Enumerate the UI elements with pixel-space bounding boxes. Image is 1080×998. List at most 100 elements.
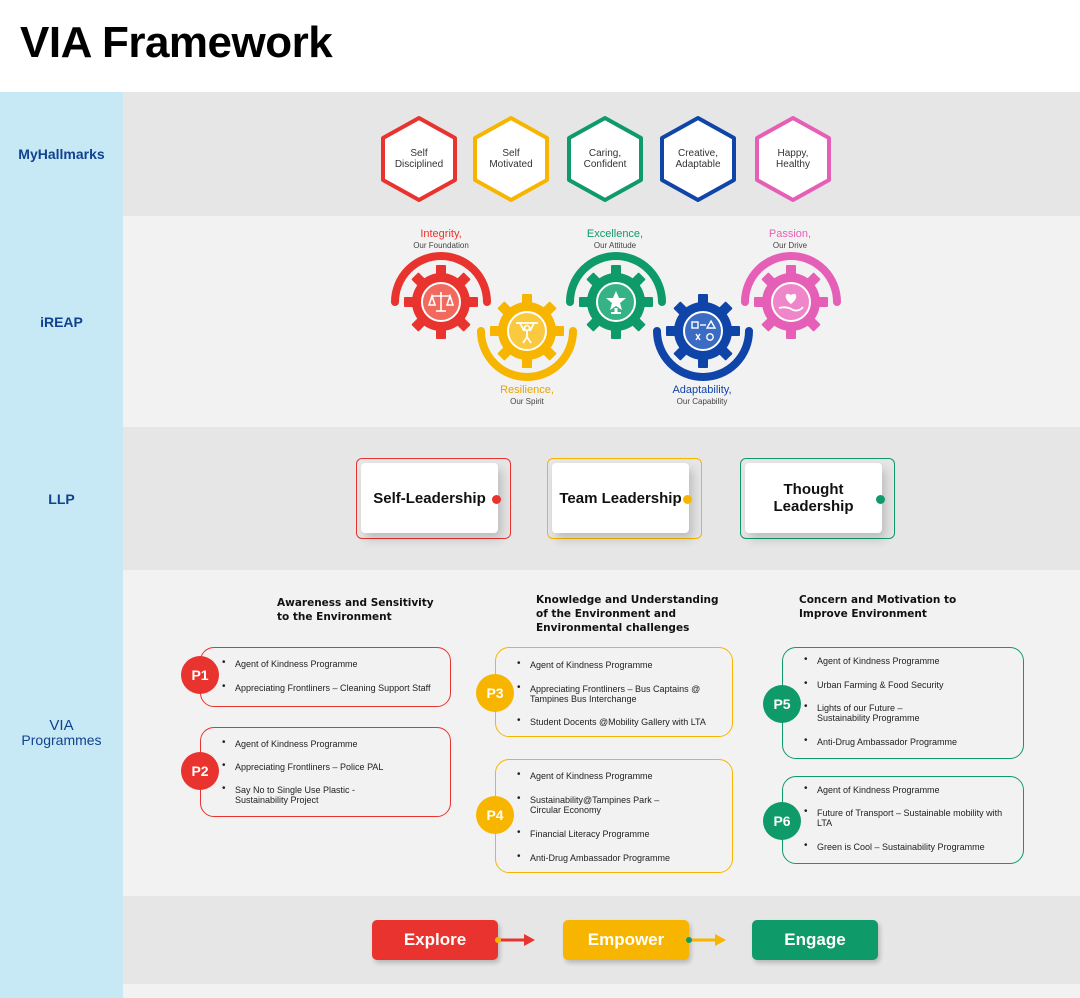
hallmark-label: Creative, Adaptable bbox=[675, 148, 721, 170]
team-leadership-card: Team Leadership bbox=[547, 458, 702, 539]
programme-item: Lights of our Future – Sustainability Pr… bbox=[804, 702, 943, 723]
llp-card-label: Team Leadership bbox=[552, 463, 689, 533]
programme-item: Appreciating Frontliners – Cleaning Supp… bbox=[222, 682, 440, 693]
passion-gear bbox=[741, 252, 841, 339]
ireap-row: iREAP bbox=[0, 216, 1080, 427]
eee-body: Explore Empower Engage bbox=[123, 896, 1080, 984]
heading-line: Awareness and Sensitivity bbox=[277, 597, 434, 609]
ireap-value: Excellence, bbox=[586, 228, 644, 240]
eee-label-column bbox=[0, 896, 123, 984]
hallmarks-row: MyHallmarks Self Disciplined Self Motiva… bbox=[0, 92, 1080, 216]
ireap-value: Passion, bbox=[768, 228, 812, 240]
ireap-sub: Our Drive bbox=[772, 241, 808, 250]
ireap-value: Resilience, bbox=[500, 384, 554, 396]
hallmark-label: Happy, Healthy bbox=[776, 148, 810, 170]
programme-item: Agent of Kindness Programme bbox=[517, 659, 722, 670]
heading-line: Concern and Motivation to bbox=[799, 594, 957, 606]
programmes-body: Awareness and Sensitivity to the Environ… bbox=[123, 570, 1080, 896]
adaptability-gear bbox=[653, 294, 753, 381]
bottom-strip bbox=[0, 984, 1080, 998]
page-title: VIA Framework bbox=[20, 18, 333, 67]
programme-item: Urban Farming & Food Security bbox=[804, 679, 1013, 690]
hallmark-hexagon: Caring, Confident bbox=[563, 114, 647, 204]
hallmark-hexagon: Creative, Adaptable bbox=[656, 114, 740, 204]
programme-item: Agent of Kindness Programme bbox=[804, 784, 1013, 795]
programme-item: Agent of Kindness Programme bbox=[222, 658, 440, 669]
hallmark-hexagon: Happy, Healthy bbox=[751, 114, 835, 204]
llp-card-label: Self-Leadership bbox=[361, 463, 498, 533]
heading-line: to the Environment bbox=[277, 611, 392, 623]
programme-box-p1: Agent of Kindness Programme Appreciating… bbox=[200, 647, 451, 707]
programme-item: Future of Transport – Sustainable mobili… bbox=[804, 807, 1003, 828]
llp-card-label: Thought Leadership bbox=[745, 463, 882, 533]
ireap-body: Integrity, Our Foundation Resilience, Ou… bbox=[123, 216, 1080, 427]
bottom-strip-body bbox=[123, 984, 1080, 998]
ireap-sub: Our Attitude bbox=[593, 241, 637, 250]
programme-tag-p1: P1 bbox=[181, 656, 219, 694]
llp-dot bbox=[683, 495, 692, 504]
ireap-sub: Our Capability bbox=[676, 397, 728, 406]
column-heading: Awareness and Sensitivity to the Environ… bbox=[277, 596, 434, 624]
programme-item: Green is Cool – Sustainability Programme bbox=[804, 841, 1013, 852]
llp-body: Self-Leadership Team Leadership Thought … bbox=[123, 427, 1080, 570]
weightlifter-icon bbox=[516, 322, 538, 344]
hallmark-label: Self Motivated bbox=[489, 148, 533, 170]
programme-tag-p6: P6 bbox=[763, 802, 801, 840]
programme-box-p3: Agent of Kindness Programme Appreciating… bbox=[495, 647, 733, 737]
passion-label: Passion, Our Drive bbox=[720, 228, 860, 250]
heading-line: Improve Environment bbox=[799, 608, 927, 620]
llp-row: LLP Self-Leadership Team Leadership Thou… bbox=[0, 427, 1080, 570]
adaptability-label: Adaptability, Our Capability bbox=[632, 384, 772, 406]
llp-dot bbox=[492, 495, 501, 504]
arrow-right-icon bbox=[686, 934, 726, 946]
programme-item: Student Docents @Mobility Gallery with L… bbox=[517, 716, 722, 727]
programme-item: Anti-Drug Ambassador Programme bbox=[804, 736, 1013, 747]
ireap-label: iREAP bbox=[0, 216, 123, 427]
programme-tag-p3: P3 bbox=[476, 674, 514, 712]
integrity-gear bbox=[391, 252, 491, 339]
self-leadership-card: Self-Leadership bbox=[356, 458, 511, 539]
programme-box-p2: Agent of Kindness Programme Appreciating… bbox=[200, 727, 451, 817]
programme-box-p4: Agent of Kindness Programme Sustainabili… bbox=[495, 759, 733, 873]
ireap-value: Adaptability, bbox=[672, 384, 732, 396]
heading-line: Environmental challenges bbox=[536, 622, 690, 634]
programme-item: Financial Literacy Programme bbox=[517, 828, 722, 839]
hallmark-hexagon: Self Disciplined bbox=[377, 114, 461, 204]
column-heading: Concern and Motivation to Improve Enviro… bbox=[799, 593, 956, 621]
programme-box-p5: Agent of Kindness Programme Urban Farmin… bbox=[782, 647, 1024, 759]
excellence-label: Excellence, Our Attitude bbox=[545, 228, 685, 250]
hallmark-label: Caring, Confident bbox=[583, 148, 627, 170]
ireap-sub: Our Spirit bbox=[510, 397, 544, 406]
programme-item: Agent of Kindness Programme bbox=[517, 770, 722, 781]
column-heading: Knowledge and Understanding of the Envir… bbox=[536, 593, 719, 635]
ireap-value: Integrity, bbox=[420, 228, 462, 240]
ireap-gears-graphic bbox=[391, 252, 841, 381]
thought-leadership-card: Thought Leadership bbox=[740, 458, 895, 539]
programme-item: Sustainability@Tampines Park – Circular … bbox=[517, 794, 692, 815]
trophy-icon bbox=[606, 291, 626, 314]
empower-box: Empower bbox=[563, 920, 689, 960]
engage-box: Engage bbox=[752, 920, 878, 960]
heading-line: of the Environment and bbox=[536, 608, 676, 620]
explore-box: Explore bbox=[372, 920, 498, 960]
resilience-gear bbox=[477, 294, 577, 381]
shapes-icon bbox=[691, 319, 717, 341]
programme-box-p6: Agent of Kindness Programme Future of Tr… bbox=[782, 776, 1024, 864]
programme-item: Appreciating Frontliners – Police PAL bbox=[222, 761, 440, 772]
programme-item: Anti-Drug Ambassador Programme bbox=[517, 852, 722, 863]
programme-tag-p2: P2 bbox=[181, 752, 219, 790]
eee-row: Explore Empower Engage bbox=[0, 896, 1080, 984]
hallmark-hexagon: Self Motivated bbox=[469, 114, 553, 204]
programmes-label-line1: VIA bbox=[49, 717, 74, 734]
programme-item: Say No to Single Use Plastic - Sustainab… bbox=[222, 784, 380, 805]
ireap-sub: Our Foundation bbox=[413, 241, 469, 250]
programme-tag-p4: P4 bbox=[476, 796, 514, 834]
bottom-strip-label bbox=[0, 984, 123, 998]
programme-tag-p5: P5 bbox=[763, 685, 801, 723]
arrow-right-icon bbox=[495, 934, 535, 946]
llp-label: LLP bbox=[0, 427, 123, 570]
hallmarks-label: MyHallmarks bbox=[0, 92, 123, 216]
programme-item: Agent of Kindness Programme bbox=[804, 655, 1013, 666]
